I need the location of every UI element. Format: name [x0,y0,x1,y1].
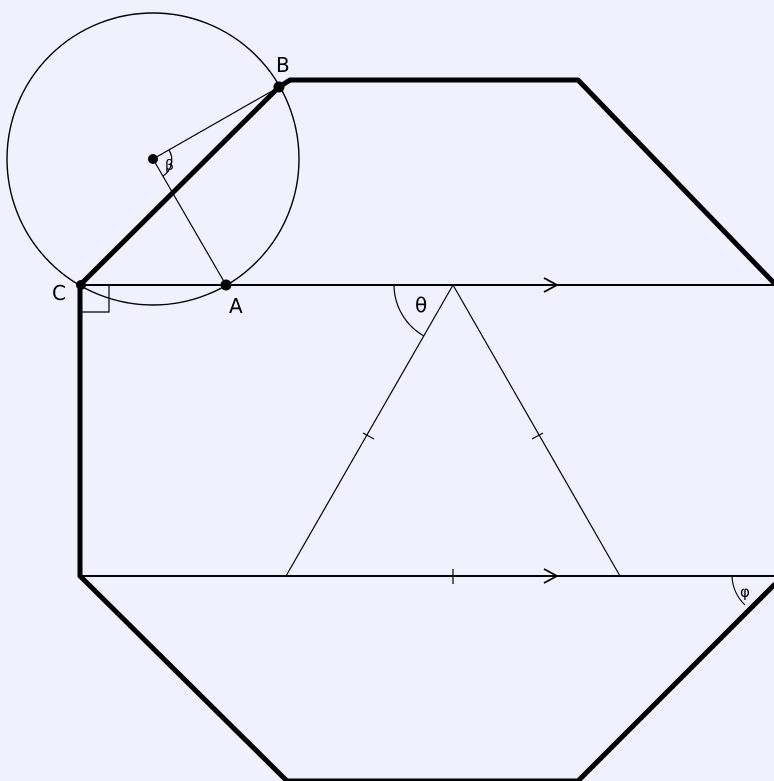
tick-mark-right-side [531,432,544,440]
label-theta: θ [415,293,427,317]
triangle-right-side [452,284,621,577]
point-b [273,81,285,93]
label-phi: φ [740,583,750,601]
tick-mark-left-side [362,432,375,440]
right-angle-marker [80,285,110,313]
angle-arc-beta [162,149,173,177]
radius-to-a [152,158,227,286]
radius-to-b [152,86,280,160]
label-b: B [276,53,290,77]
circle [6,12,300,306]
octagon-upper-edge [77,77,774,288]
octagon-outline [77,282,774,781]
label-a: A [229,294,243,318]
point-c [76,280,86,290]
label-c: C [52,281,66,305]
lower-parallel-arrow [543,568,559,584]
circle-center-point [148,154,158,164]
triangle-left-side [285,284,454,577]
upper-parallel-arrow [543,277,559,293]
angle-arc-theta [393,284,425,337]
point-a [220,279,232,291]
label-beta: β [165,158,174,174]
angle-arc-phi [731,575,746,606]
